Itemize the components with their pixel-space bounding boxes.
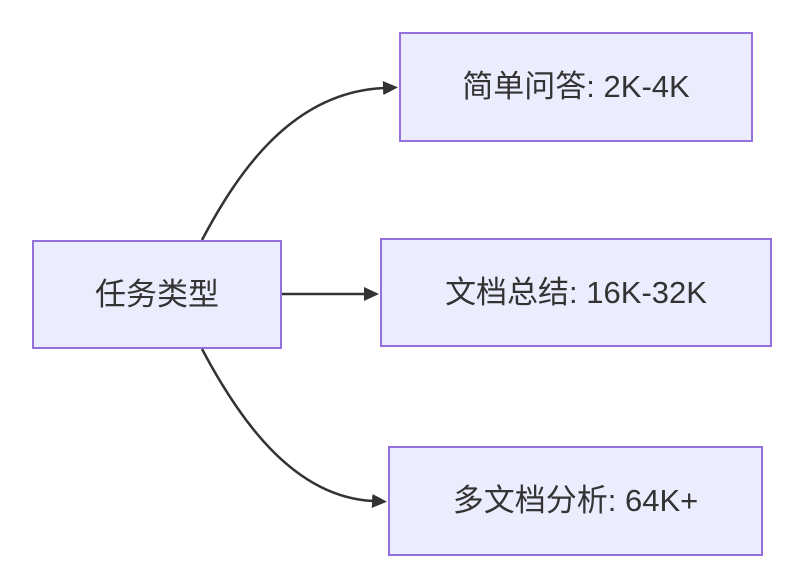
node-doc-summary: 文档总结: 16K-32K [380, 238, 772, 347]
node-doc-summary-label: 文档总结: 16K-32K [445, 274, 707, 310]
node-task-type-label: 任务类型 [95, 276, 219, 312]
edge-root-to-multi-doc [200, 348, 387, 508]
edge-root-to-simple-qa [200, 81, 398, 241]
node-simple-qa-label: 简单问答: 2K-4K [462, 69, 690, 105]
node-multi-doc-analysis: 多文档分析: 64K+ [388, 446, 763, 556]
node-simple-qa: 简单问答: 2K-4K [399, 32, 753, 142]
node-task-type: 任务类型 [32, 240, 282, 349]
node-multi-doc-analysis-label: 多文档分析: 64K+ [452, 483, 699, 519]
